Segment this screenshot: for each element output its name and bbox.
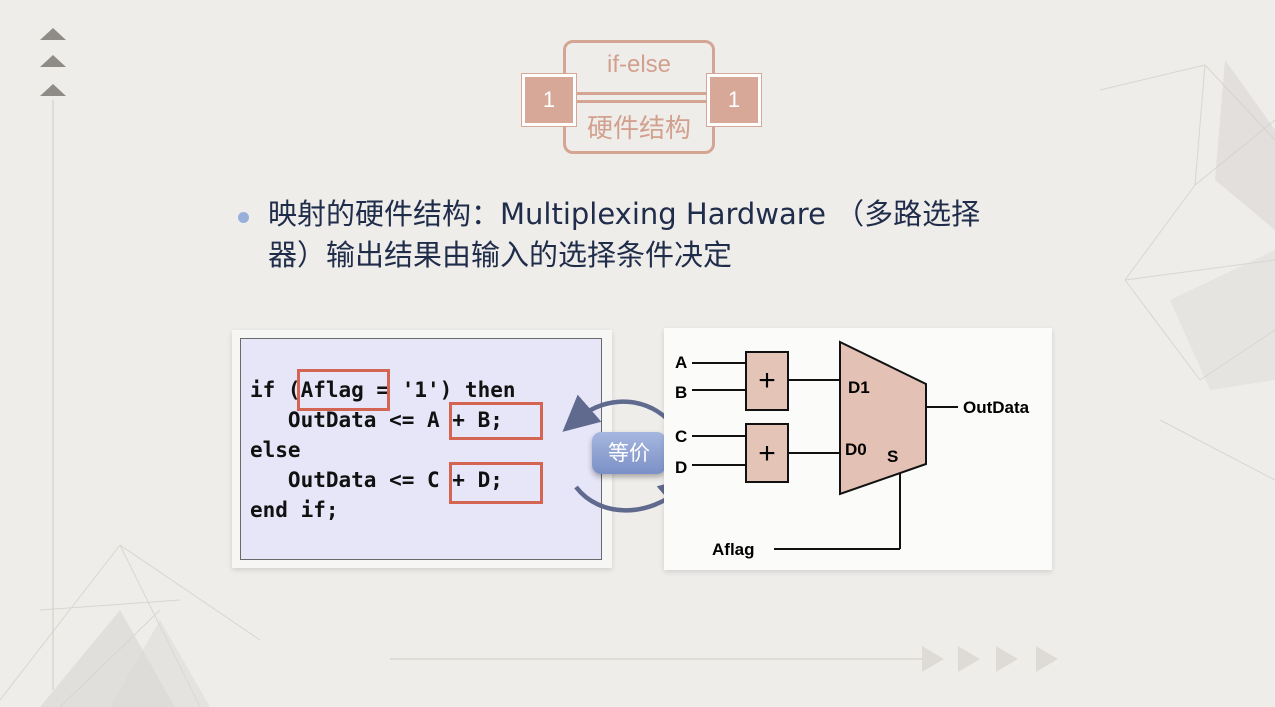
condition-highlight-box — [297, 369, 390, 411]
adder-bottom — [745, 423, 789, 483]
code-line: end if; — [250, 498, 339, 522]
equivalence-badge: 等价 — [592, 432, 666, 474]
code-line: else — [250, 438, 301, 462]
control-label: Aflag — [712, 540, 755, 559]
adder-top — [745, 351, 789, 411]
input-label-a: A — [675, 353, 687, 372]
code-panel — [240, 338, 602, 560]
sum-ab-highlight-box — [449, 402, 543, 440]
code-line: OutData <= C + D; — [250, 468, 503, 492]
bullet-icon — [238, 212, 249, 223]
mux-input-d0: D0 — [845, 440, 867, 459]
adder-bottom-symbol: + — [758, 437, 776, 470]
adder-top-symbol: + — [758, 364, 776, 397]
input-label-d: D — [675, 458, 687, 477]
bullet-line-1: 映射的硬件结构：Multiplexing Hardware （多路选择 — [268, 197, 981, 231]
code-line: OutData <= A + B; — [250, 408, 503, 432]
title-divider-top — [573, 92, 707, 95]
input-label-b: B — [675, 383, 687, 402]
mux-block — [839, 340, 927, 496]
code-line: if (Aflag = '1') then — [250, 378, 516, 402]
left-number-badge: 1 — [522, 74, 576, 126]
bullet-text: 映射的硬件结构：Multiplexing Hardware （多路选择 器）输出… — [268, 194, 1028, 276]
title-top-label: if-else — [606, 51, 672, 78]
sum-cd-highlight-box — [449, 462, 543, 504]
title-divider-bottom — [573, 100, 707, 103]
output-label: OutData — [963, 398, 1030, 417]
mux-select-label: S — [887, 447, 898, 466]
bullet-line-2: 器）输出结果由输入的选择条件决定 — [268, 238, 733, 272]
mux-input-d1: D1 — [848, 378, 870, 397]
mux-circuit-diagram: + + A B C D D1 D0 S OutData Aflag — [675, 340, 1030, 559]
input-label-c: C — [675, 427, 687, 446]
title-bottom-label: 硬件结构 — [586, 114, 691, 144]
right-number-badge: 1 — [707, 74, 761, 126]
